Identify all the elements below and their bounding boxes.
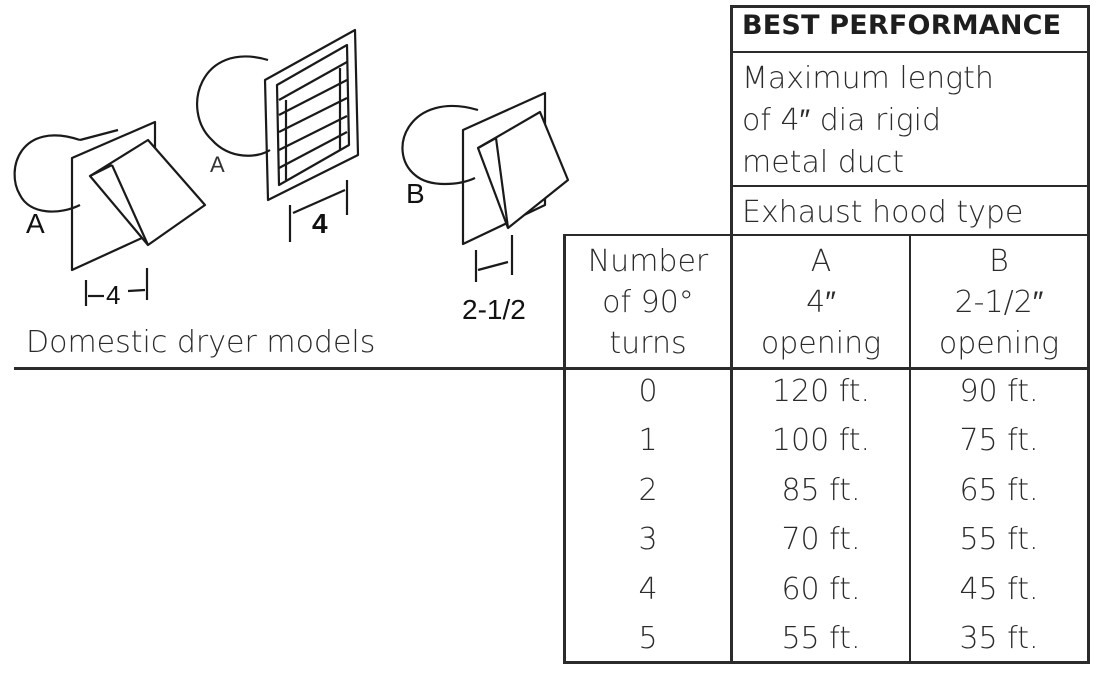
turns-header-line-1: Number [587, 244, 709, 279]
max-length-line-2: of 4″ dia rigid [742, 103, 942, 138]
best-performance-heading: BEST PERFORMANCE [742, 10, 1062, 41]
col-a-cell: 55 ft. [781, 621, 861, 656]
louvered-vent-drawing [196, 28, 360, 202]
hood-a-dimension [84, 268, 149, 306]
turns-cell: 4 [638, 572, 658, 607]
turns-cell: 3 [638, 522, 658, 557]
hood-a-drawing [13, 120, 207, 272]
hood-a-dimension-label: 4 [106, 280, 121, 310]
col-a-cell: 70 ft. [781, 522, 861, 557]
turns-header-line-2: of 90° [602, 285, 694, 320]
col-a-header-line-1: A [810, 244, 832, 279]
col-b-cell: 55 ft. [959, 522, 1039, 557]
turns-cell: 2 [638, 473, 658, 508]
louvered-vent-label: A [210, 152, 225, 177]
louvered-vent-dimension-label: 4 [312, 208, 328, 239]
turns-cell: 1 [638, 423, 658, 458]
col-b-header-line-3: opening [938, 326, 1060, 361]
turns-cell: 0 [638, 374, 658, 409]
louvered-vent-dimension [288, 180, 349, 242]
col-a-header-line-2: 4″ [806, 285, 836, 320]
col-a-header-line-3: opening [760, 326, 882, 361]
exhaust-hood-type-heading: Exhaust hood type [742, 195, 1024, 230]
turns-header-line-3: turns [609, 326, 687, 361]
col-b-cell: 45 ft. [959, 572, 1039, 607]
col-a-cell: 85 ft. [781, 473, 861, 508]
col-b-header-line-1: B [989, 244, 1009, 279]
hood-b-label: B [406, 178, 425, 209]
max-length-line-3: metal duct [742, 145, 905, 180]
col-b-cell: 75 ft. [959, 423, 1039, 458]
illustration-caption: Domestic dryer models [26, 325, 376, 360]
col-a-cell: 100 ft. [771, 423, 871, 458]
hood-b-dimension-label: 2-1/2 [462, 294, 526, 325]
turns-cell: 5 [638, 621, 658, 656]
hood-b-drawing [401, 91, 570, 246]
col-b-cell: 90 ft. [959, 374, 1039, 409]
col-b-cell: 65 ft. [959, 473, 1039, 508]
col-a-cell: 120 ft. [771, 374, 871, 409]
col-b-header-line-2: 2-1/2″ [954, 285, 1044, 320]
max-length-line-1: Maximum length [742, 61, 994, 96]
hood-b-dimension [474, 235, 514, 282]
col-b-cell: 35 ft. [959, 621, 1039, 656]
col-a-cell: 60 ft. [781, 572, 861, 607]
hood-a-label: A [26, 208, 45, 239]
